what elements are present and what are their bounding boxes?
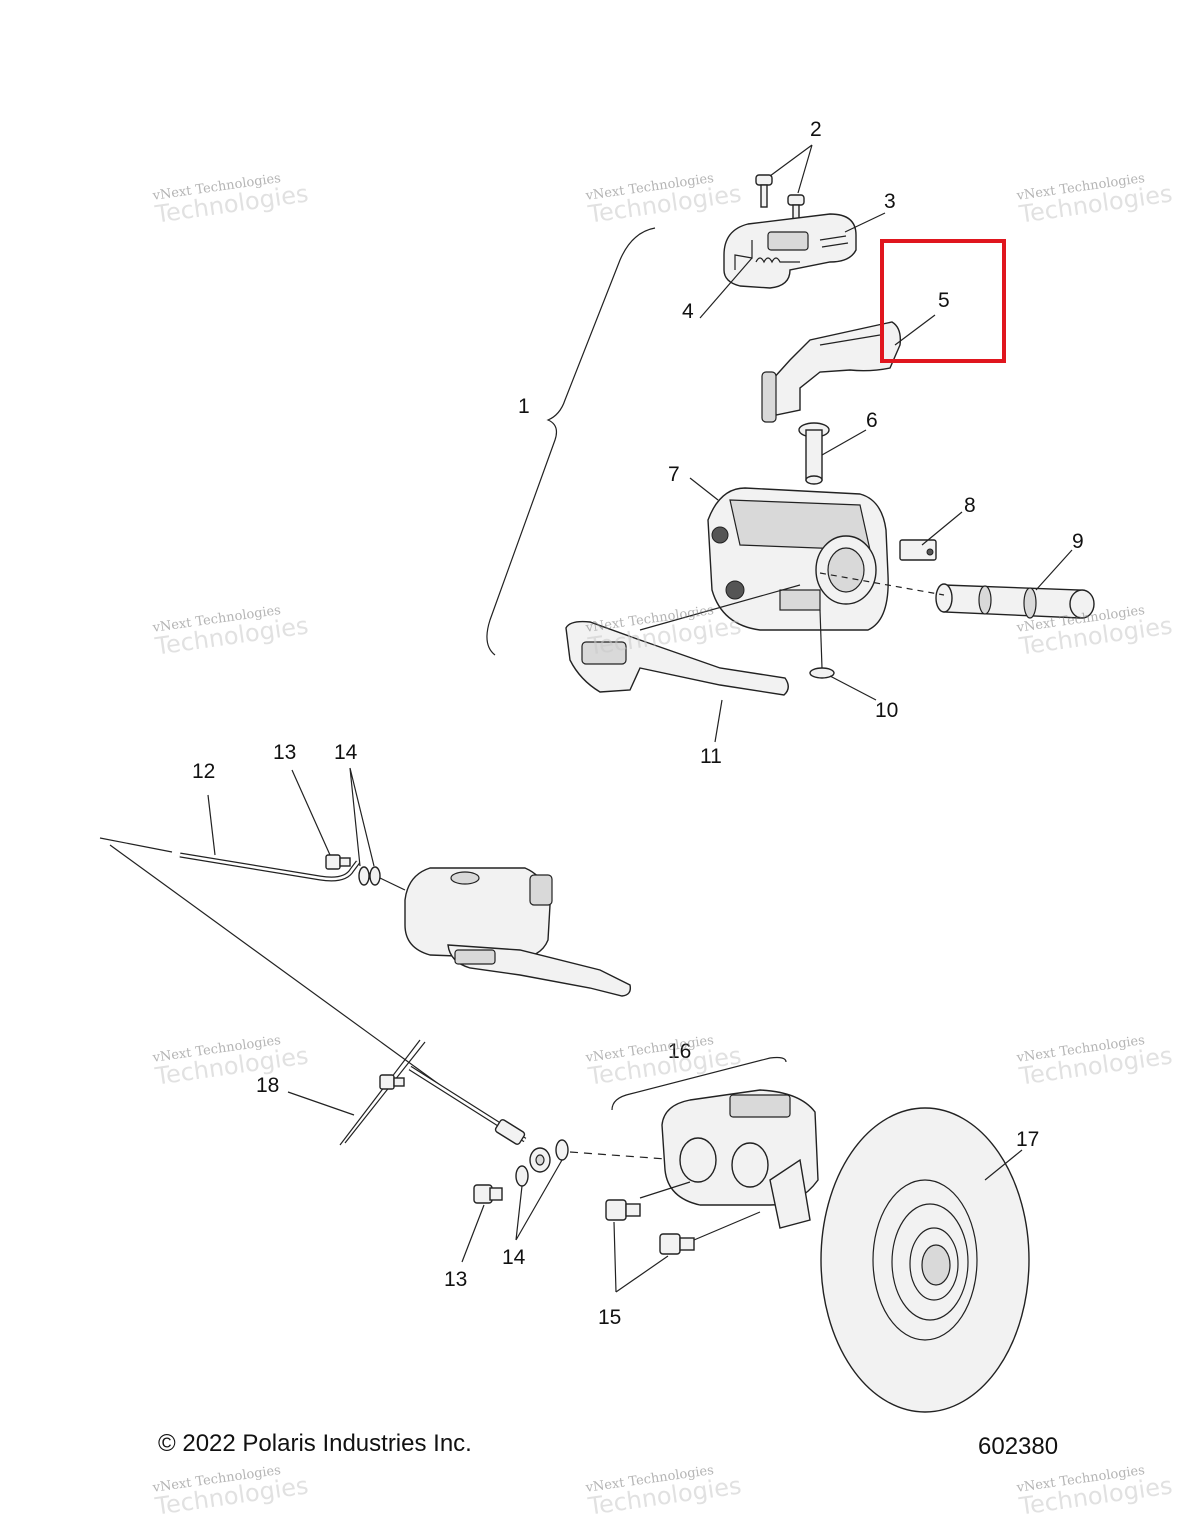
leader-11	[714, 699, 723, 743]
callout-8: 8	[964, 494, 976, 517]
lever-part-5	[761, 321, 902, 423]
leader-5	[894, 314, 936, 346]
axis-line-10	[819, 609, 823, 669]
callout-14-lower: 14	[502, 1246, 526, 1269]
leader-10	[829, 675, 877, 701]
pin-part-6	[798, 422, 830, 485]
cover-part-3	[723, 213, 857, 289]
leader-7	[689, 477, 719, 501]
assembly-bracket	[486, 227, 656, 656]
leader-12	[207, 794, 216, 856]
callout-9: 9	[1072, 530, 1084, 553]
piston-part-9	[935, 583, 1095, 619]
callout-10: 10	[875, 699, 898, 722]
caliper-part-16	[661, 1089, 819, 1229]
callout-2: 2	[810, 118, 822, 141]
highlight-box-5	[880, 239, 1006, 363]
bracket-part-18	[339, 1039, 426, 1146]
callout-3: 3	[884, 190, 896, 213]
axis-line-9	[819, 572, 945, 596]
caliper-bracket-16	[611, 1056, 787, 1111]
master-cylinder-assembly	[404, 867, 632, 997]
callout-13-upper: 13	[273, 741, 296, 764]
leader-8	[921, 511, 963, 546]
leader-14-lower	[515, 1159, 563, 1241]
banjo-fitting	[494, 1119, 551, 1173]
callout-7: 7	[668, 463, 680, 486]
bolt-part-13-upper	[325, 854, 351, 870]
callout-12: 12	[192, 760, 215, 783]
lever-part-11	[565, 620, 789, 696]
master-cylinder-body-part-7	[707, 487, 889, 631]
leader-9	[1035, 549, 1073, 591]
copyright-text: © 2022 Polaris Industries Inc.	[158, 1430, 472, 1457]
axis-line-11	[639, 584, 801, 631]
callout-17: 17	[1016, 1128, 1039, 1151]
callout-14-upper: 14	[334, 741, 358, 764]
leader-14-upper	[349, 767, 375, 867]
callout-6: 6	[866, 409, 878, 432]
screw-part-2	[755, 174, 805, 228]
bolts-part-15	[605, 1199, 695, 1255]
switch-part-8	[899, 539, 937, 561]
callout-1: 1	[518, 395, 530, 418]
disc-part-17	[820, 1107, 1030, 1413]
callout-11: 11	[700, 745, 722, 768]
caliper-dash-line	[569, 1151, 681, 1161]
callout-5: 5	[938, 289, 950, 312]
leader-13-lower	[461, 1204, 485, 1263]
routing-line-b	[109, 844, 441, 1086]
leader-2	[769, 144, 813, 194]
leader-6	[821, 429, 867, 456]
connector-line-mc	[379, 877, 406, 891]
callout-4: 4	[682, 300, 694, 323]
bolt-part-13-lower	[473, 1184, 503, 1204]
bolt-axis-lines-15	[639, 1181, 761, 1241]
callout-16: 16	[668, 1040, 691, 1063]
washers-part-14-upper	[358, 866, 381, 886]
leader-4	[699, 257, 753, 319]
leader-3	[844, 212, 886, 233]
routing-line-a	[99, 837, 173, 853]
leader-15	[613, 1221, 669, 1293]
leader-17	[984, 1149, 1023, 1181]
callout-18: 18	[256, 1074, 279, 1097]
spring-part-4	[734, 240, 800, 270]
leader-18	[287, 1091, 355, 1116]
callout-15: 15	[598, 1306, 621, 1329]
drawing-number: 602380	[978, 1433, 1059, 1460]
leader-13-upper	[291, 769, 331, 856]
callout-13-lower: 13	[444, 1268, 467, 1291]
